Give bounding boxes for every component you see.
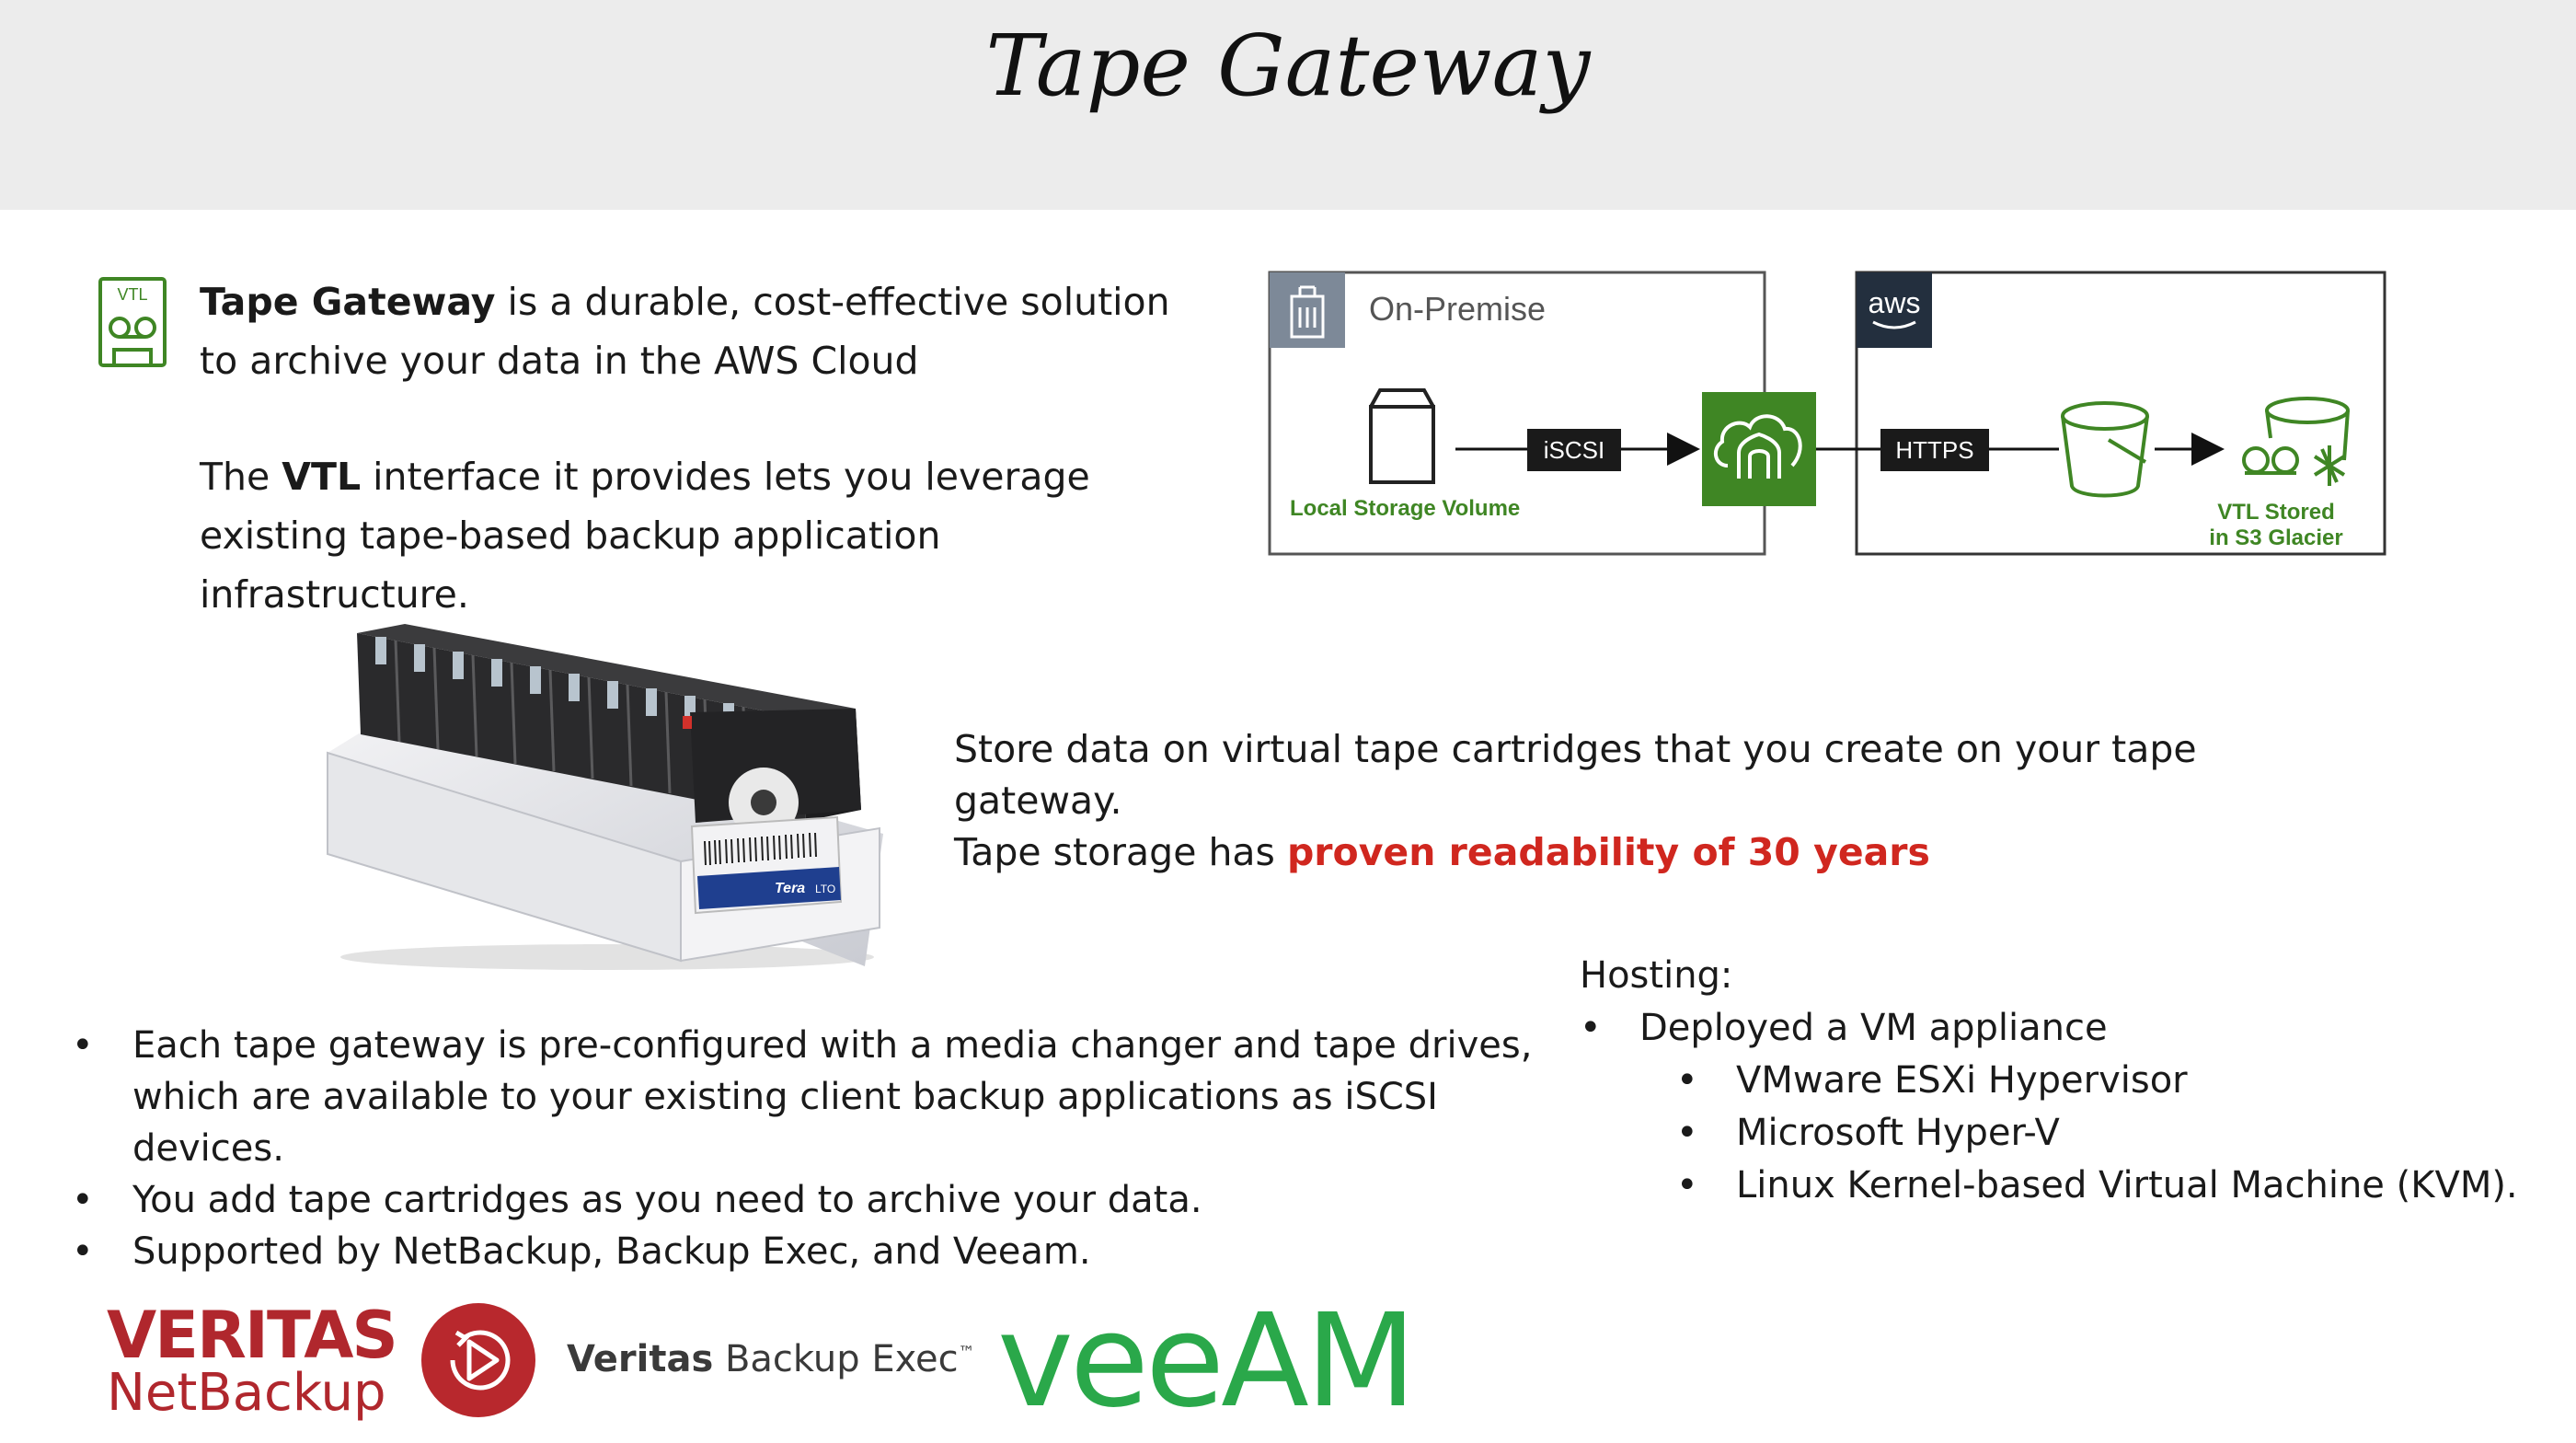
intro-paragraph-2: The VTL interface it provides lets you l… — [200, 455, 1090, 617]
backup-exec-icon — [421, 1303, 535, 1417]
aws-cloud-box — [1855, 271, 2386, 556]
feature-bullet: •Each tape gateway is pre-configured wit… — [72, 1024, 1533, 1170]
storage-description: Store data on virtual tape cartridges th… — [954, 723, 2352, 878]
hosting-subitem-kvm: •Linux Kernel-based Virtual Machine (KVM… — [1676, 1164, 2518, 1206]
aws-label: aws — [1869, 286, 1921, 319]
intro-text: Tape Gateway is a durable, cost-effectiv… — [200, 272, 1193, 681]
storage-volume-icon — [1369, 388, 1435, 484]
intro-paragraph-1: Tape Gateway is a durable, cost-effectiv… — [200, 280, 1170, 383]
hosting-subitem-hyperv: •Microsoft Hyper-V — [1676, 1112, 2060, 1154]
https-badge — [1880, 429, 1989, 471]
vtl-icon-label: VTL — [117, 285, 147, 304]
storage-line-1: Store data on virtual tape cartridges th… — [954, 727, 2197, 823]
feature-bullet: •Supported by NetBackup, Backup Exec, an… — [72, 1230, 1091, 1273]
readability-highlight: proven readability of 30 years — [1286, 830, 1930, 874]
on-premise-label: On-Premise — [1369, 290, 1546, 328]
feature-bullet: •You add tape cartridges as you need to … — [72, 1179, 1202, 1221]
vtl-cassette-icon: VTL — [98, 277, 167, 367]
s3-glacier-icon — [2242, 397, 2350, 486]
tape-label-type: LTO — [815, 883, 835, 895]
backup-exec-logo: Veritas Backup Exec™ — [567, 1338, 975, 1380]
veritas-netbackup-logo: VERITAS NetBackup — [107, 1298, 398, 1423]
hosting-subitem-vmware: •VMware ESXi Hypervisor — [1676, 1059, 2188, 1102]
feature-bullet-list: •Each tape gateway is pre-configured wit… — [64, 1020, 1536, 1277]
hosting-heading: Hosting: — [1580, 954, 1733, 997]
aws-logo — [1857, 272, 1932, 348]
iscsi-label: iSCSI — [1544, 436, 1604, 464]
architecture-diagram: On-Premise Local Storage Volume iSCSI aw… — [1268, 271, 2386, 556]
partner-logos: VERITAS NetBackup Veritas Backup Exec™ v… — [92, 1288, 1490, 1436]
title-bar — [0, 0, 2576, 210]
iscsi-badge — [1527, 429, 1621, 471]
https-label: HTTPS — [1895, 436, 1973, 464]
veeam-logo: veeAM — [997, 1287, 1417, 1437]
vtl-stored-label-1: VTL Stored — [2217, 500, 2335, 525]
tape-cartridge-pack-image: Tera LTO — [327, 624, 883, 970]
s3-bucket-icon — [2061, 401, 2149, 498]
storage-line-2: Tape storage has proven readability of 3… — [954, 830, 1930, 874]
hosting-item: •Deployed a VM appliance — [1580, 1007, 2108, 1049]
tape-label-brand: Tera — [775, 881, 805, 896]
vtl-stored-label-2: in S3 Glacier — [2209, 525, 2342, 550]
hosting-section: Hosting: •Deployed a VM appliance •VMwar… — [1580, 950, 2555, 1212]
local-storage-label: Local Storage Volume — [1290, 496, 1520, 521]
on-premise-box — [1268, 271, 1766, 556]
slide-title: Tape Gateway — [985, 17, 1591, 115]
